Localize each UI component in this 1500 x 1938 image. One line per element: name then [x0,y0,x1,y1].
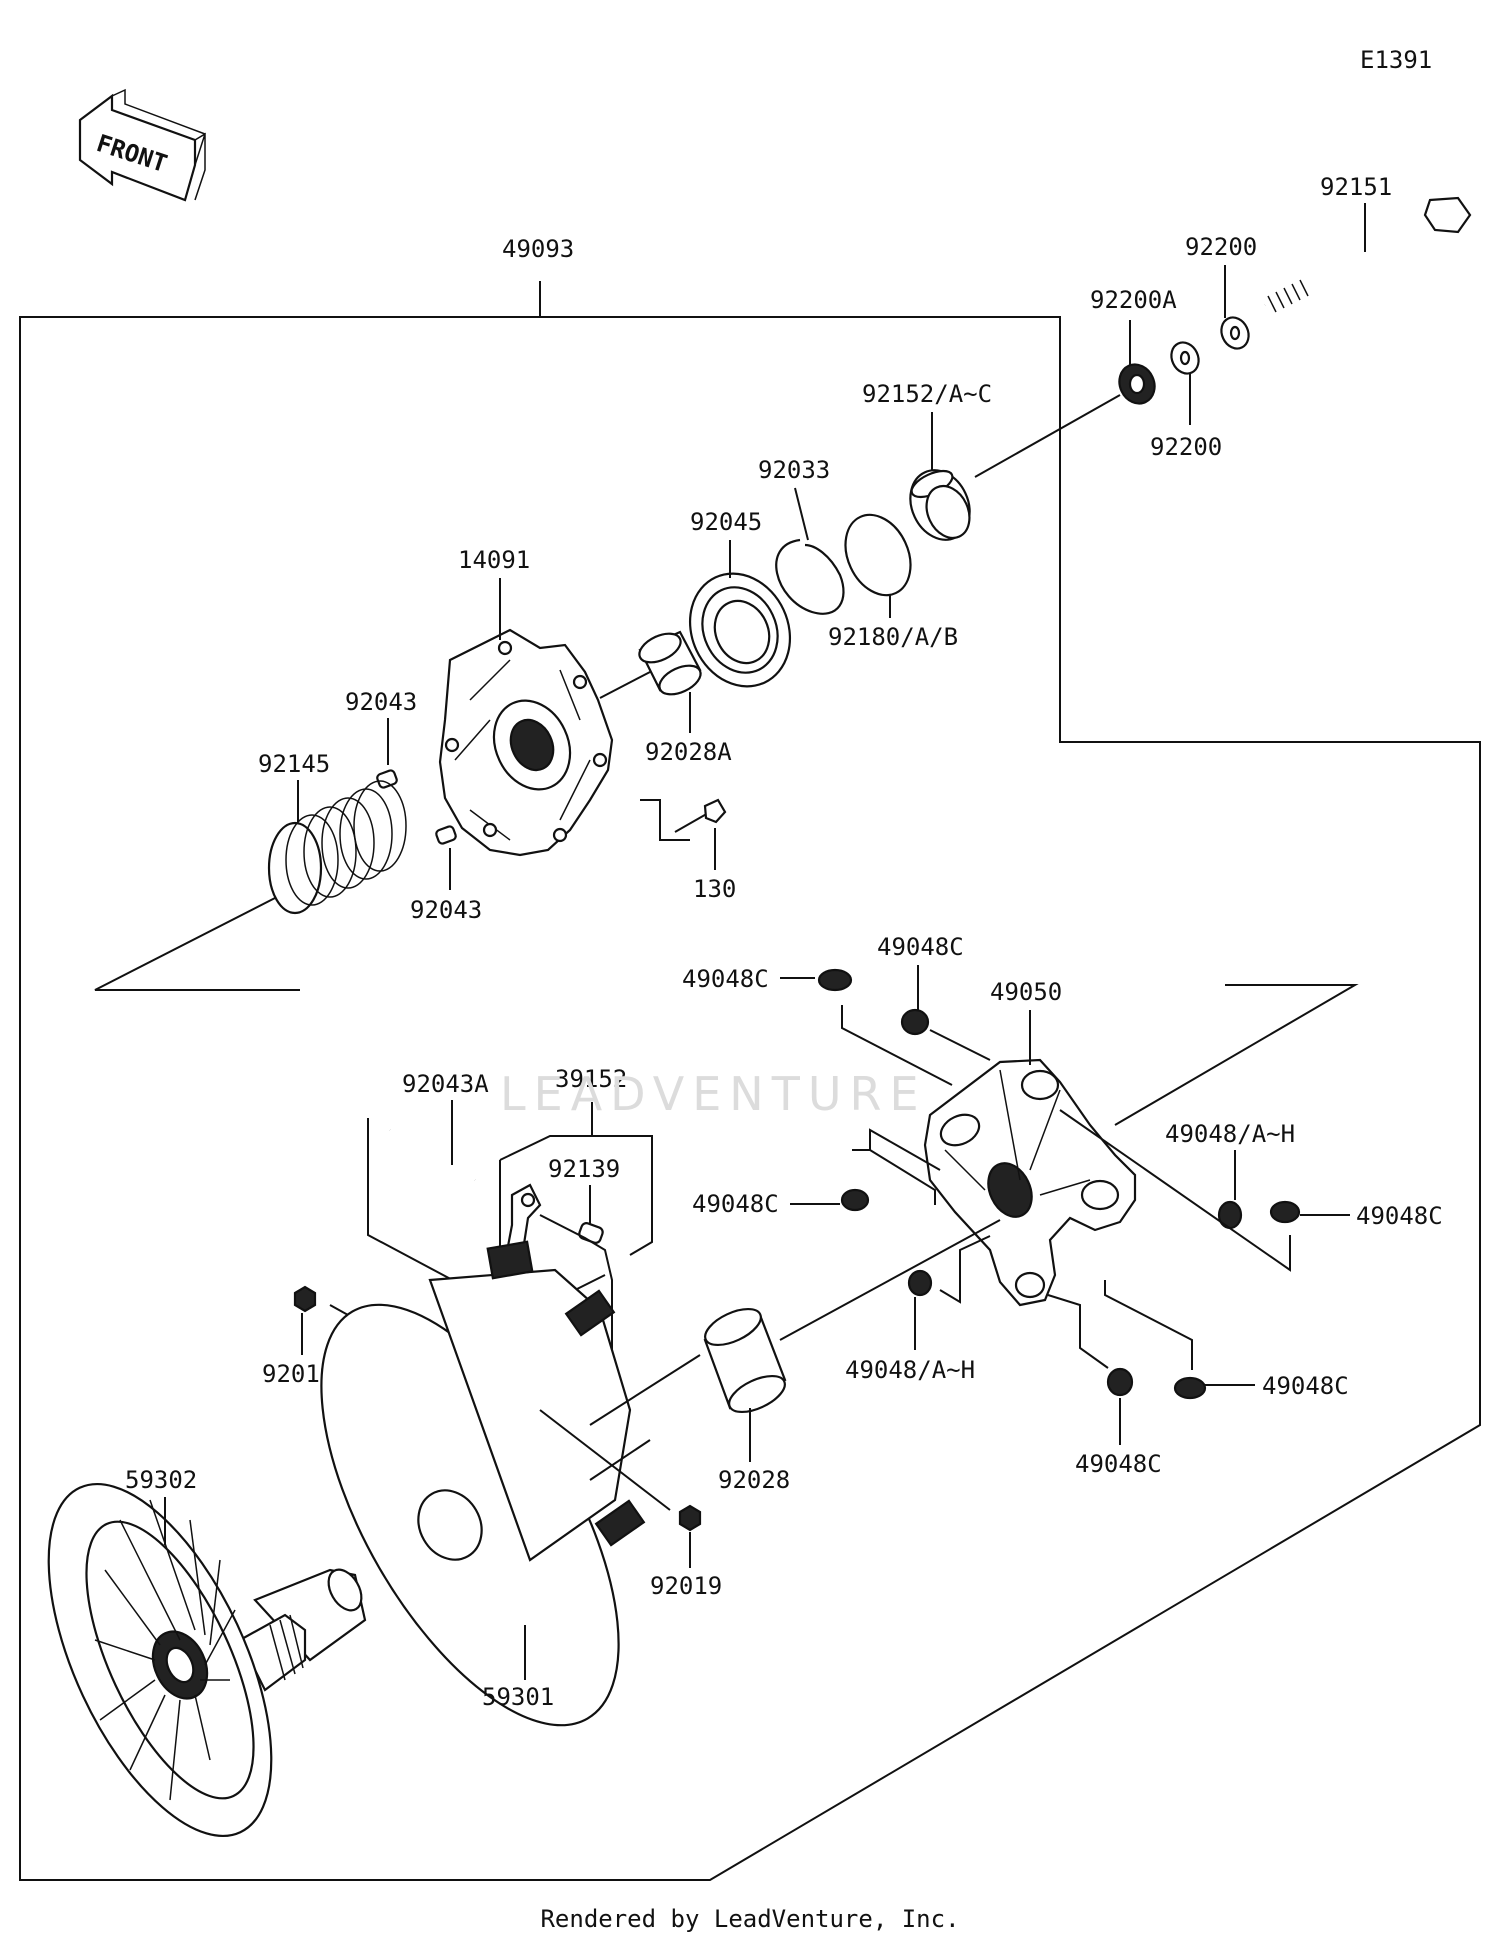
bushing-92028a-part [638,630,702,696]
label-92028a: 92028A [645,738,732,766]
bolt-130-guide [640,799,690,841]
slider-49048c-b-part [900,1008,930,1036]
label-49048c-f: 49048C [1262,1372,1349,1400]
footer-credit: Rendered by LeadVenture, Inc. [540,1905,960,1933]
kit-box-39152 [499,1135,653,1256]
spider-49050-part [923,1058,1137,1307]
label-49048c-b: 49048C [877,933,964,961]
pin-92043-bottom-part [435,825,457,845]
axis-line-top [974,394,1121,478]
spring-guide-line [94,897,300,991]
leader-92033 [794,487,809,541]
guide-49048c-c [852,1149,936,1205]
label-92152: 92152/A~C [862,380,992,408]
spider-axis-line [779,1219,1001,1341]
label-49048c-a: 49048C [682,965,769,993]
slider-49048c-f-part [1173,1376,1207,1400]
sheave-59302-part [47,1482,367,1838]
pin-92043a-part [388,1128,477,1182]
slider-49048c-a-part [817,968,853,992]
guide-49048c-b [929,1029,991,1061]
slider-49048c-e-part [1106,1367,1134,1397]
spider-guide-left [869,1128,941,1171]
sheave-59301-part [320,1240,646,1727]
label-92045: 92045 [690,508,762,536]
label-39152: 39152 [555,1065,627,1093]
o-ring-92180-part [844,513,912,597]
front-arrow-icon: FRONT [78,88,206,202]
label-49048c-e: 49048C [1075,1450,1162,1478]
label-92043-top: 92043 [345,688,417,716]
assembly-outline [19,316,1481,1881]
label-92028: 92028 [718,1466,790,1494]
axis-line-mid [599,671,651,699]
washer-92200-part [1220,316,1250,350]
cover-14091-part [438,628,614,857]
label-92180: 92180/A/B [828,623,958,651]
guide-49048c-e [1047,1294,1109,1369]
diagram-code: E1391 [1360,46,1432,74]
spring-92145-part [267,780,407,915]
label-92019-right: 92019 [650,1572,722,1600]
nut-92019-left-part [293,1285,317,1313]
label-92139: 92139 [548,1155,620,1183]
label-92151: 92151 [1320,173,1392,201]
spider-guide-top [1114,984,1359,1126]
axis-line-sheave [589,1439,651,1481]
guide-49048c-d [1059,1109,1291,1272]
label-14091: 14091 [458,546,530,574]
label-92200-top: 92200 [1185,233,1257,261]
label-49048c-c: 49048C [692,1190,779,1218]
label-49050: 49050 [990,978,1062,1006]
label-92145: 92145 [258,750,330,778]
guide-49048c-a [841,1005,953,1086]
bushing-92028-part [703,1307,787,1414]
guide-49048ah-mid [939,1235,991,1304]
label-49048c-d: 49048C [1356,1202,1443,1230]
label-49093: 49093 [502,235,574,263]
nut-92019-right-part [678,1504,702,1532]
label-130: 130 [693,875,736,903]
guide-92019-right [539,1409,671,1511]
pin-92043-top-part [376,769,398,789]
watermark: LEADVENTURE [500,1067,927,1121]
collar-92152-part [909,469,971,541]
label-92043a: 92043A [402,1070,489,1098]
label-49048ah-mid: 49048/A~H [845,1356,975,1384]
bolt-92151-part [1262,196,1472,313]
label-92043-bottom: 92043 [410,896,482,924]
slider-49048c-d-part [1269,1200,1301,1224]
label-59302: 59302 [125,1466,197,1494]
slider-49048ah-mid-part [907,1269,933,1297]
washer-92200b-part [1170,341,1200,375]
slider-49048c-c-part [840,1188,870,1212]
snap-ring-92033-part [775,538,845,615]
label-49048ah-right: 49048/A~H [1165,1120,1295,1148]
bushing-92200a-part [1118,363,1156,405]
label-92200-bottom: 92200 [1150,433,1222,461]
label-59301: 59301 [482,1683,554,1711]
label-92200a: 92200A [1090,286,1177,314]
bolt-130-part [674,798,727,833]
axis-line-lower [589,1354,701,1426]
bearing-92045-part [688,572,792,688]
guide-49048c-f [1104,1280,1193,1370]
label-92033: 92033 [758,456,830,484]
